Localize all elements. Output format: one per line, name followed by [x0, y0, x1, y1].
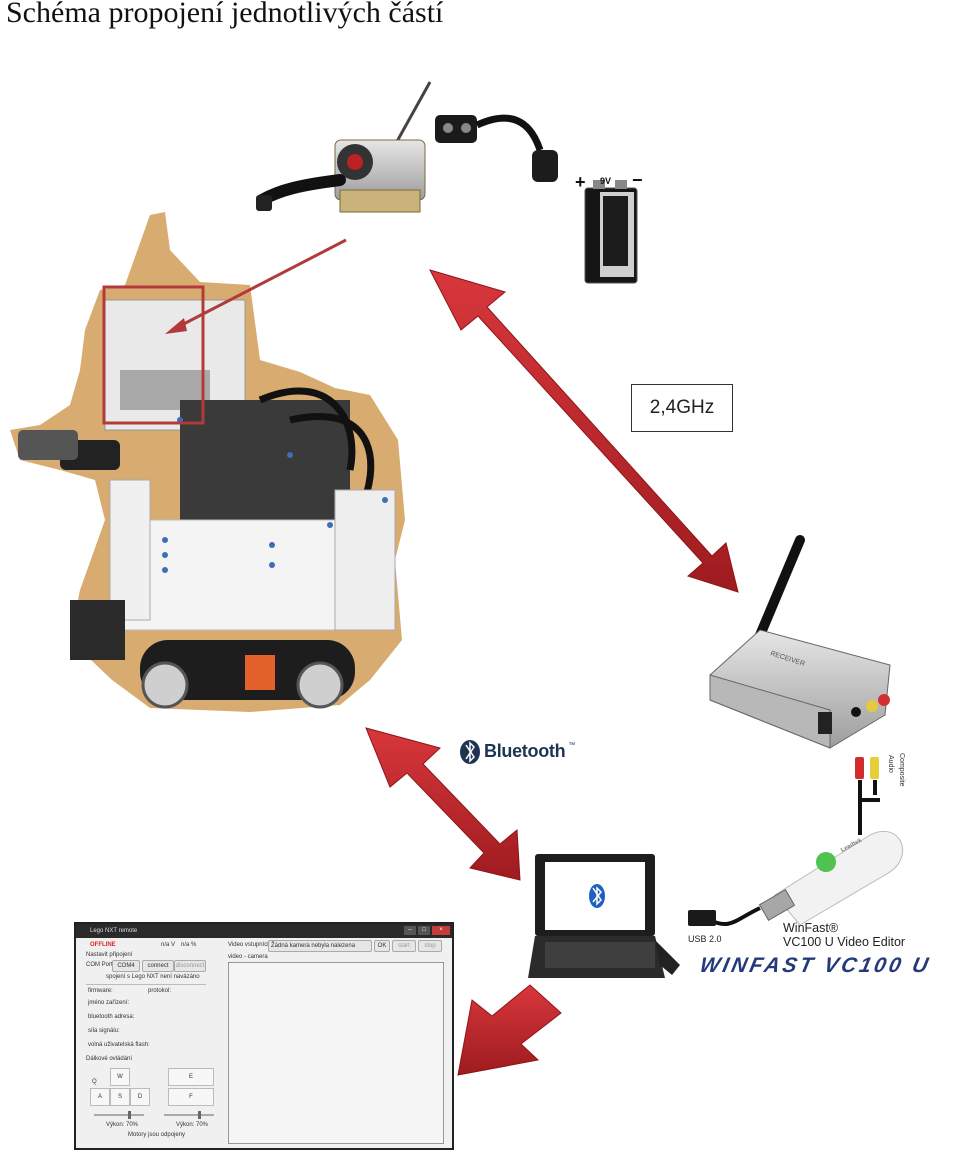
key-a[interactable]: A [90, 1088, 110, 1106]
protocol-label: protokol: [148, 988, 172, 994]
window-controls: – □ × [404, 926, 450, 935]
app-window-title: Lego NXT remote [90, 928, 138, 934]
signal-label: síla signálu: [88, 1028, 120, 1034]
maximize-button[interactable]: □ [418, 926, 430, 935]
connection-status-text: spojení s Lego NXT není navázáno [106, 974, 200, 980]
right-power-slider[interactable] [164, 1114, 214, 1116]
video-stop-button[interactable]: stop [418, 940, 442, 952]
laptop [528, 854, 680, 978]
bluetooth-trademark: ™ [568, 742, 576, 749]
remote-control-header: Dálkové ovládání [86, 1056, 133, 1062]
right-power-label: Výkon: 70% [176, 1122, 209, 1128]
app-titlebar: Lego NXT remote – □ × [76, 924, 452, 938]
left-power-label: Výkon: 70% [106, 1122, 139, 1128]
device-description: WinFast® VC100 U Video Editor [783, 921, 905, 949]
lego-robot [10, 212, 405, 712]
battery-percent: n/a % [181, 942, 197, 948]
bt-address-label: bluetooth adresa: [88, 1014, 135, 1020]
device-name-line1: WinFast® [783, 921, 839, 935]
com-port-select[interactable]: COM4 [112, 960, 140, 972]
connection-settings-header: Nastavit připojení [86, 952, 133, 958]
camera-pointer-head [165, 318, 187, 334]
device-name-label: jméno zařízení: [88, 1000, 130, 1006]
video-ok-button[interactable]: OK [374, 940, 390, 952]
key-f[interactable]: F [168, 1088, 214, 1106]
right-power-thumb[interactable] [198, 1111, 201, 1119]
status-offline: OFFLINE [90, 942, 116, 948]
free-flash-label: volná uživatelská flash: [88, 1042, 150, 1048]
firmware-label: firmware: [88, 988, 113, 994]
usb-video-grabber [688, 830, 904, 927]
close-button[interactable]: × [432, 926, 450, 935]
remote-control-app-window: Lego NXT remote – □ × OFFLINE n/a V n/a … [74, 922, 454, 1150]
bluetooth-word: Bluetooth [484, 741, 566, 761]
arrow-robot-laptop [365, 727, 521, 881]
connect-button[interactable]: connect [142, 960, 174, 972]
usb-label: USB 2.0 [688, 934, 722, 944]
frequency-label: 2,4GHz [649, 397, 715, 418]
left-power-slider[interactable] [94, 1114, 144, 1116]
minimize-button[interactable]: – [404, 926, 416, 935]
key-d[interactable]: D [130, 1088, 150, 1106]
video-input-label: Video vstupních: [228, 942, 273, 948]
key-s[interactable]: S [110, 1088, 130, 1106]
page-title: Schéma propojení jednotlivých částí [6, 0, 444, 29]
camera-mount-highlight [102, 285, 205, 425]
video-receiver [709, 535, 891, 749]
bluetooth-rune-icon [460, 740, 480, 764]
battery-9v [584, 180, 638, 284]
battery-minus-label: − [632, 170, 643, 190]
camera-select[interactable]: Žádná kamera nebyla nalezena [268, 940, 372, 952]
device-name-line2: VC100 U Video Editor [783, 935, 906, 949]
key-w[interactable]: W [110, 1068, 130, 1086]
battery-voltage-label: 9V [600, 176, 611, 186]
camera-pointer-line [171, 238, 347, 332]
battery-plus-label: + [575, 172, 586, 192]
battery-clip-cable [435, 114, 558, 182]
composite-label: Composite [898, 753, 905, 787]
video-panel-label: video - camera [228, 954, 268, 960]
rca-cables [855, 757, 880, 835]
left-power-thumb[interactable] [128, 1111, 131, 1119]
audio-label: Audio [887, 755, 894, 773]
device-logo: WINFAST VC100 U [697, 954, 934, 977]
arrow-laptop-software [457, 984, 562, 1076]
key-e[interactable]: E [168, 1068, 214, 1086]
video-start-button[interactable]: start [392, 940, 416, 952]
motors-status: Motory jsou odpojeny [128, 1132, 186, 1138]
wireless-camera [256, 81, 432, 213]
com-port-label: COM Port [86, 962, 113, 968]
key-r-label: R [196, 1079, 201, 1085]
key-q-label: Q [92, 1079, 97, 1085]
disconnect-button[interactable]: disconnect [174, 960, 206, 972]
frequency-label-box: 2,4GHz [631, 384, 733, 432]
video-panel [228, 962, 444, 1144]
divider [86, 984, 206, 985]
arrow-camera-receiver [429, 269, 739, 593]
battery-voltage: n/a V [161, 942, 176, 948]
